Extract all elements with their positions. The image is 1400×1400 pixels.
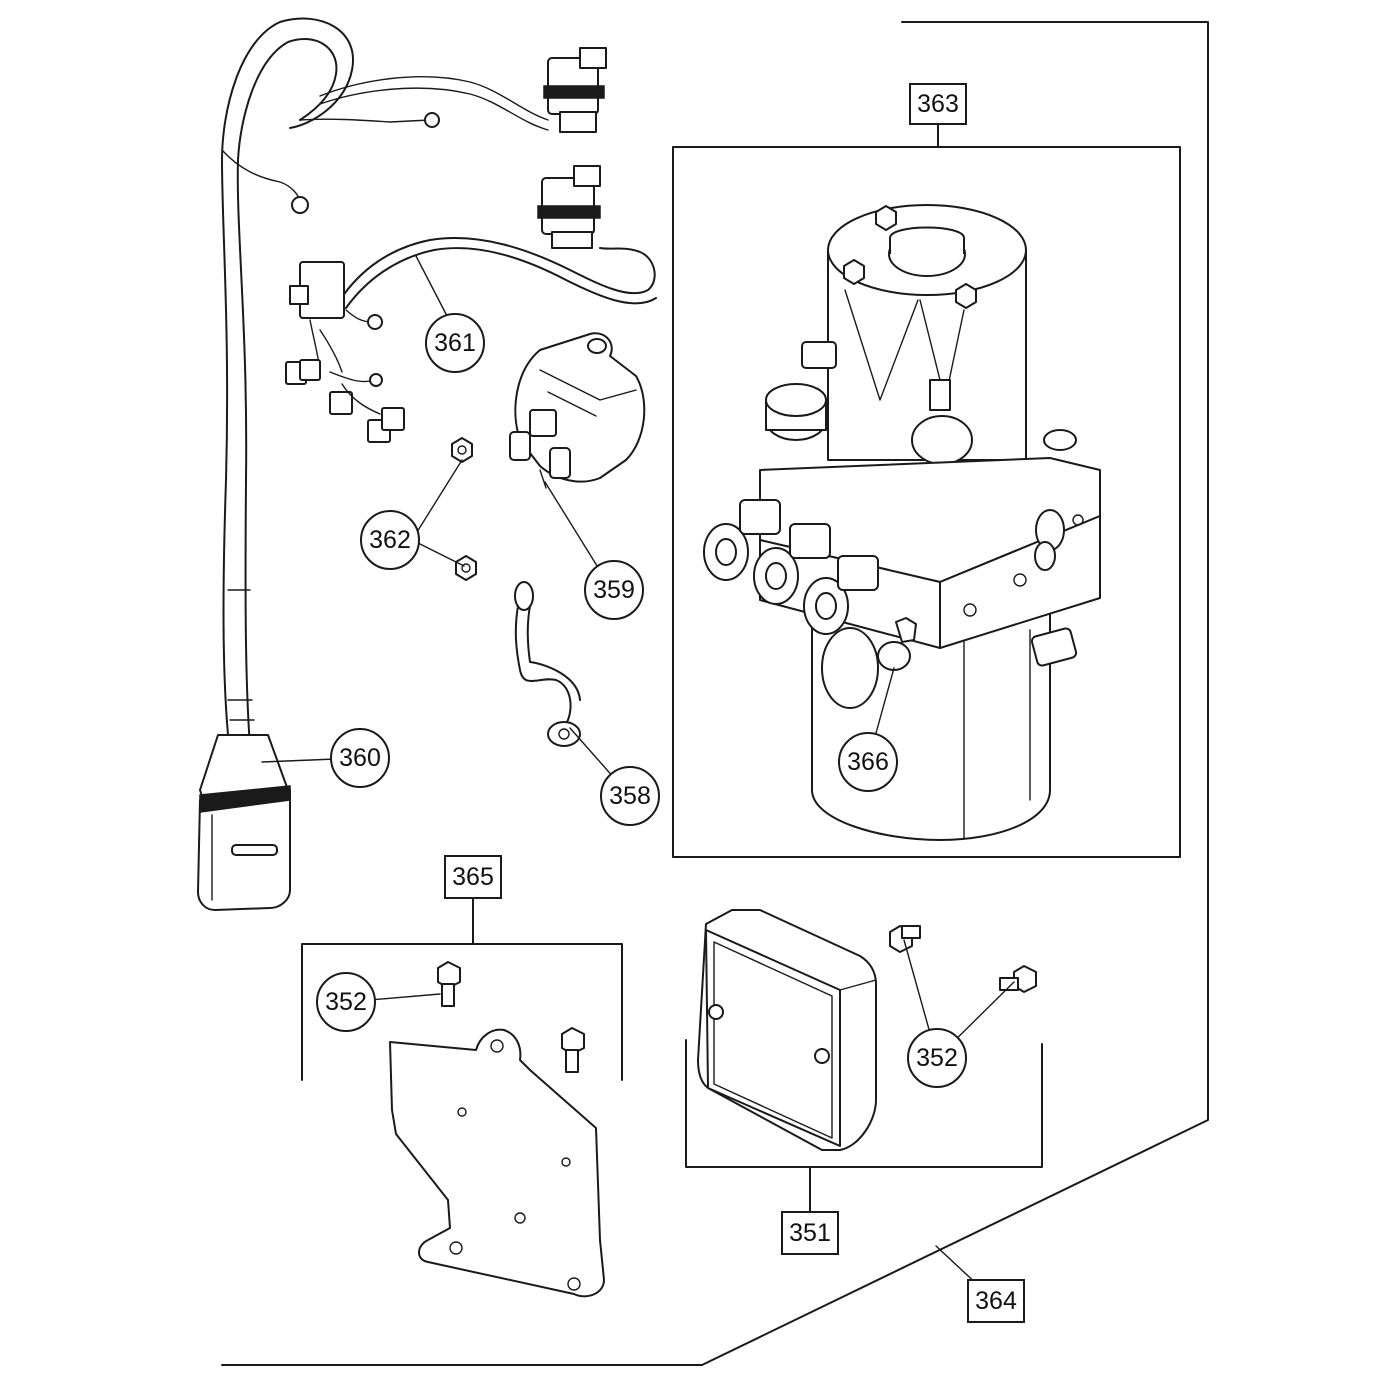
- callout-363-text: 363: [917, 90, 959, 118]
- callout-351: 351: [781, 1211, 839, 1255]
- callout-352-bracket-text: 352: [325, 988, 367, 1016]
- nut-362-upper: [451, 437, 473, 463]
- callout-359: 359: [584, 560, 644, 620]
- callout-361: 361: [425, 313, 485, 373]
- bolt-352-bracket-left: [437, 961, 461, 1007]
- bolt-352-bracket-right: [561, 1027, 585, 1073]
- valve-cartridge-1: [703, 499, 781, 581]
- bolt-352-module-lower: [999, 965, 1037, 993]
- callout-360-text: 360: [339, 744, 381, 772]
- bolt-352-module-upper: [889, 925, 921, 953]
- harness-connector-lower: [537, 165, 601, 249]
- assembly-364-bracket: [221, 21, 1209, 1366]
- assembly-363-frame: [672, 123, 1181, 858]
- callout-358: 358: [600, 766, 660, 826]
- callout-352-module: 352: [907, 1028, 967, 1088]
- callout-366-text: 366: [847, 748, 889, 776]
- control-harness: [285, 237, 657, 443]
- callout-365-text: 365: [452, 863, 494, 891]
- hydraulic-power-unit: [703, 204, 1101, 841]
- assembly-365-bracket: [301, 897, 623, 1081]
- callout-351-text: 351: [789, 1219, 831, 1247]
- harness-connector-upper: [543, 47, 607, 133]
- callout-362-text: 362: [369, 526, 411, 554]
- callout-352-bracket: 352: [316, 972, 376, 1032]
- main-wiring-harness: [197, 17, 549, 911]
- mounting-bracket-365: [389, 1028, 605, 1298]
- callout-361-text: 361: [434, 329, 476, 357]
- callout-366: 366: [838, 732, 898, 792]
- callout-352-module-text: 352: [916, 1044, 958, 1072]
- control-module-351: [697, 909, 877, 1151]
- callout-362: 362: [360, 510, 420, 570]
- battery-cable-358: [514, 581, 581, 747]
- valve-cartridge-3: [803, 555, 879, 635]
- callout-363: 363: [909, 83, 967, 125]
- nut-362-lower: [455, 555, 477, 581]
- callout-364-text: 364: [975, 1287, 1017, 1315]
- assembly-351-bracket: [685, 1039, 1043, 1213]
- solenoid-359: [509, 332, 646, 489]
- callout-358-text: 358: [609, 782, 651, 810]
- callout-359-text: 359: [593, 576, 635, 604]
- callout-365: 365: [444, 855, 502, 899]
- valve-cartridge-2: [753, 523, 831, 605]
- callout-364: 364: [967, 1279, 1025, 1323]
- callout-360: 360: [330, 728, 390, 788]
